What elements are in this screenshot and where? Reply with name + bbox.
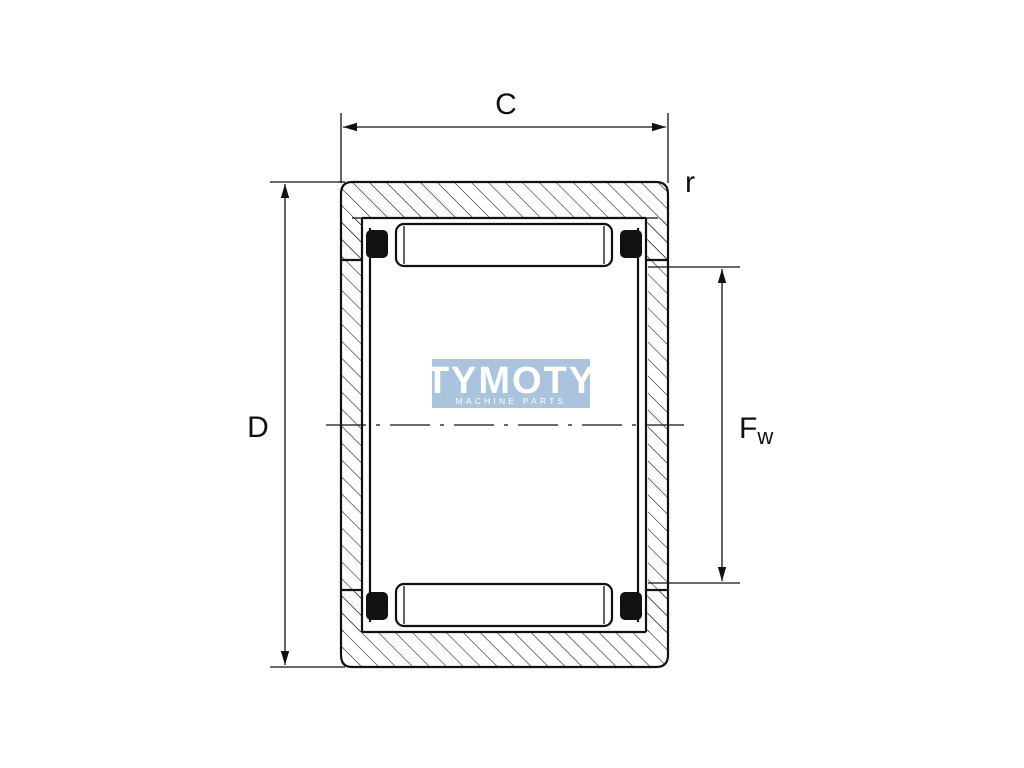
dimension-lines	[280, 122, 727, 665]
label-r: r	[685, 166, 695, 199]
label-c: C	[495, 88, 517, 121]
watermark-brand: TYMOTY	[426, 360, 596, 402]
label-fw-main: F	[739, 412, 757, 445]
watermark-background	[432, 359, 590, 408]
label-d: D	[247, 411, 269, 444]
needle-roller-bottom	[366, 582, 642, 628]
label-fw: Fw	[739, 412, 773, 449]
watermark-tagline: MACHINE PARTS	[456, 396, 567, 406]
brand-watermark: TYMOTY MACHINE PARTS	[426, 359, 596, 408]
cage	[368, 228, 640, 622]
needle-roller-top	[366, 222, 642, 268]
label-fw-sub: w	[756, 424, 773, 449]
